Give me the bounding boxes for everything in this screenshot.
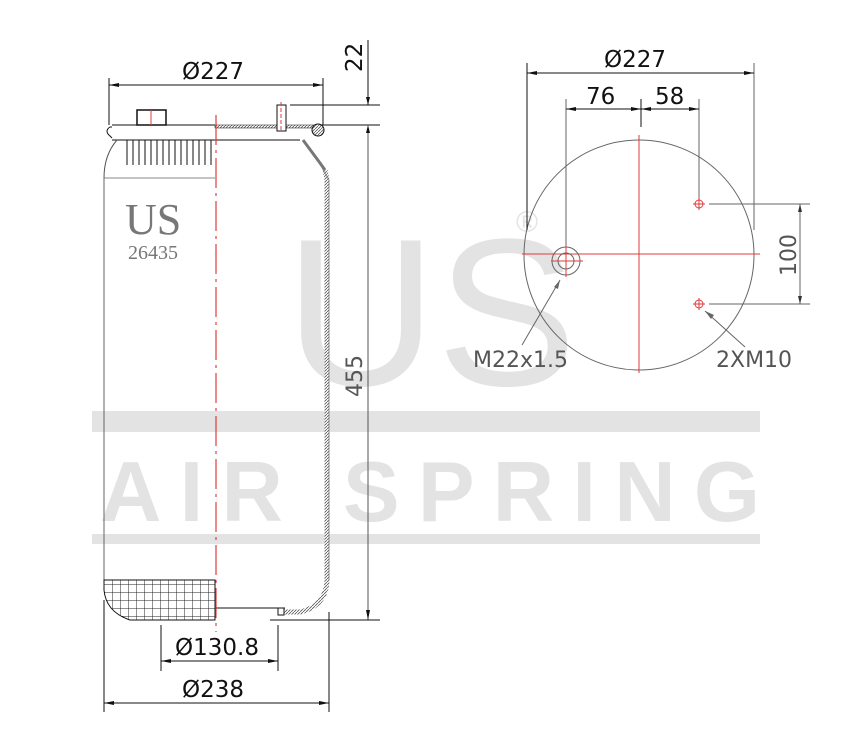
brand-logo: US [125,195,181,244]
callout-air-inlet: M22x1.5 [473,348,568,373]
dim-top-diameter: Ø227 [182,59,244,85]
top-view [522,135,760,373]
air-inlet-hole [551,245,583,277]
watermark-bar-bottom [92,534,760,544]
part-number: 26435 [128,242,178,264]
top-view-dimensions: Ø227 76 58 100 M22x1.5 2XM10 [473,47,810,373]
dim-plate-diameter: Ø227 [604,47,666,73]
stud-hole-top [693,198,705,210]
dim-left-offset: 76 [586,84,615,110]
side-view-dimensions: Ø227 22 455 Ø130.8 Ø238 [103,40,380,712]
callout-studs: 2XM10 [716,348,792,373]
dim-top-height: 22 [342,43,368,72]
dim-overall-height: 455 [343,355,368,397]
watermark-logo: US [285,195,577,430]
watermark: US ® AIR SPRING [92,195,760,544]
dim-bolt-spacing: 100 [777,234,802,276]
watermark-bar-top [92,411,760,432]
side-view: US 26435 [103,102,330,632]
stud-hole-bottom [693,298,705,310]
dim-right-offset: 58 [655,84,684,110]
watermark-tagline: AIR SPRING [100,445,760,540]
dim-piston-diameter: Ø130.8 [175,635,259,661]
dim-bottom-diameter: Ø238 [182,677,244,703]
